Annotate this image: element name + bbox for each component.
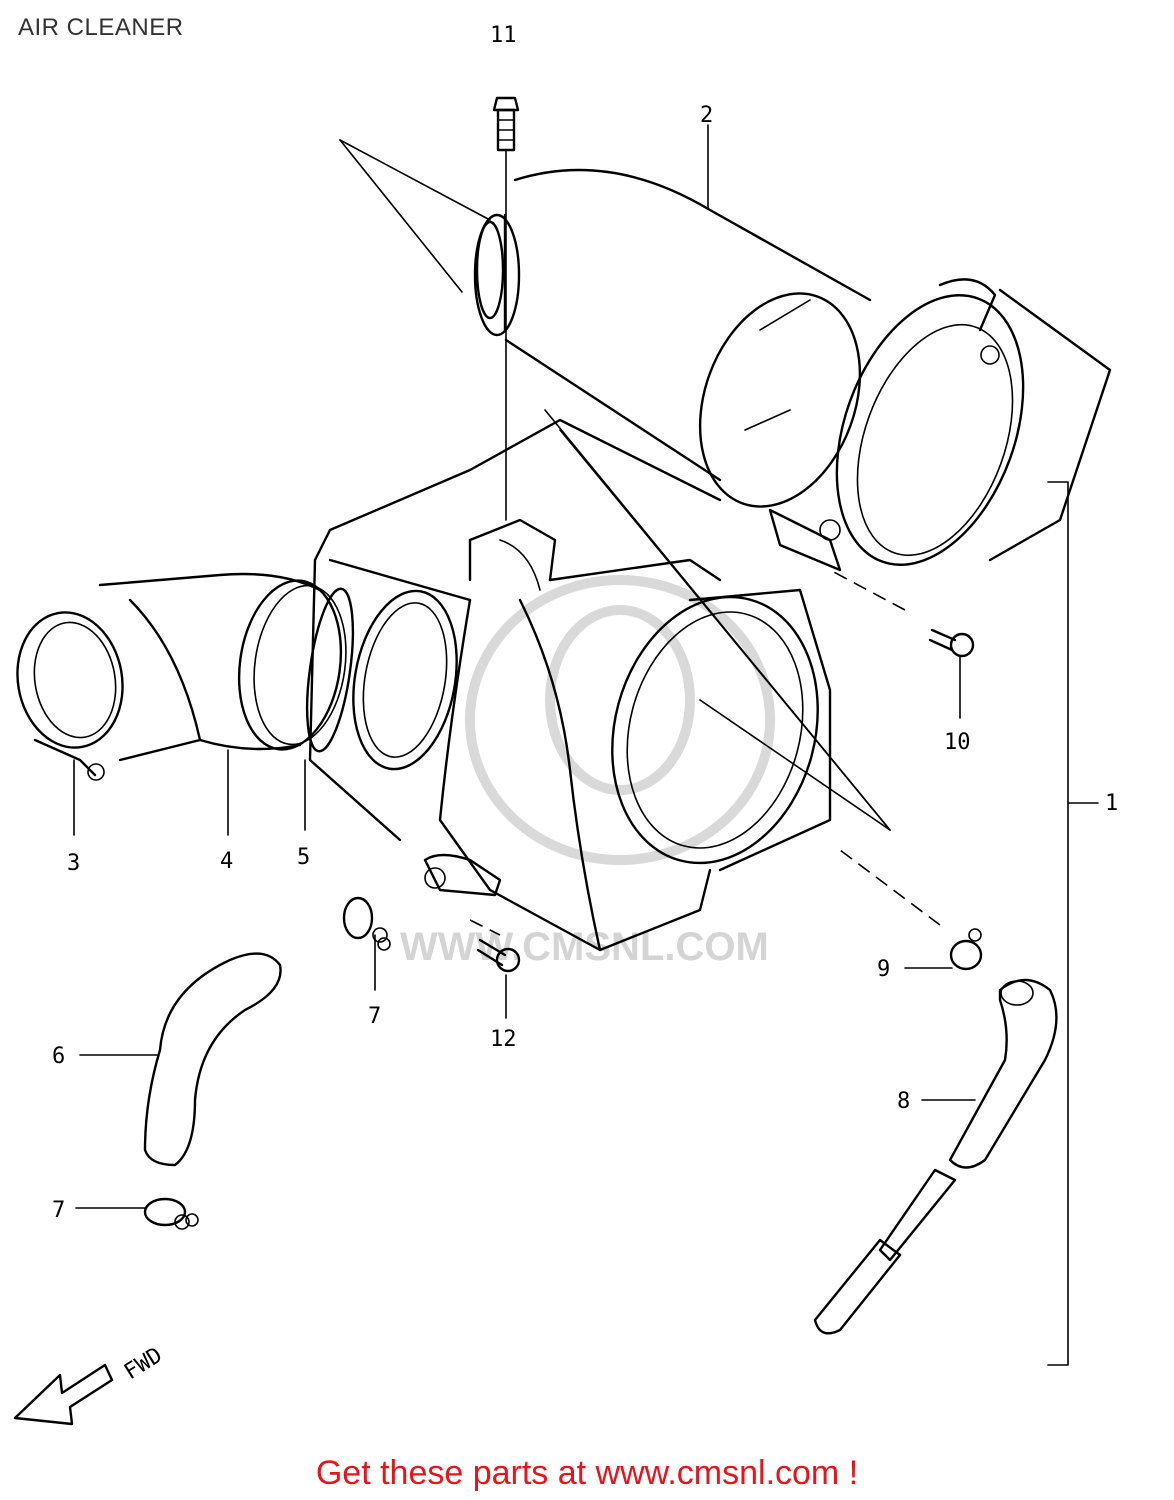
part-2-filter-element	[473, 168, 1112, 572]
callout-4: 4	[220, 849, 233, 874]
part-8-breather-hose	[813, 978, 1058, 1335]
callout-6: 6	[52, 1044, 65, 1069]
callout-9: 9	[877, 957, 890, 982]
callout-1: 1	[1105, 791, 1118, 816]
leader-lines	[73, 124, 1099, 1366]
callout-10: 10	[944, 730, 971, 755]
part-7-clip-lower	[143, 1197, 199, 1230]
part-7-clip-upper	[342, 896, 391, 951]
part-3-clamp	[16, 611, 124, 781]
callout-5: 5	[297, 845, 310, 870]
callout-7-upper: 7	[368, 1004, 381, 1029]
part-9-clip	[949, 928, 983, 971]
page-title: AIR CLEANER	[18, 14, 184, 41]
callout-12: 12	[490, 1027, 517, 1052]
fwd-label: FWD	[120, 1343, 167, 1385]
part-12-screw	[476, 938, 521, 973]
watermark-logo: WWW.CMSNL.COM	[400, 575, 775, 969]
part-6-drain-hose	[143, 952, 282, 1167]
callout-2: 2	[700, 103, 713, 128]
callout-3: 3	[67, 851, 80, 876]
part-5-seal-ring	[305, 587, 355, 753]
part-4-intake-boot	[98, 572, 347, 762]
callout-7-lower: 7	[52, 1198, 65, 1223]
callout-8: 8	[897, 1089, 910, 1114]
footer-link[interactable]: Get these parts at www.cmsnl.com !	[315, 1454, 859, 1492]
part-10-screw	[928, 628, 975, 658]
part-1-air-cleaner-case	[308, 418, 832, 952]
watermark-text: WWW.CMSNL.COM	[400, 925, 769, 969]
fwd-arrow-icon: FWD	[13, 1343, 167, 1426]
callout-11: 11	[490, 23, 517, 48]
part-11-bolt	[492, 96, 520, 152]
